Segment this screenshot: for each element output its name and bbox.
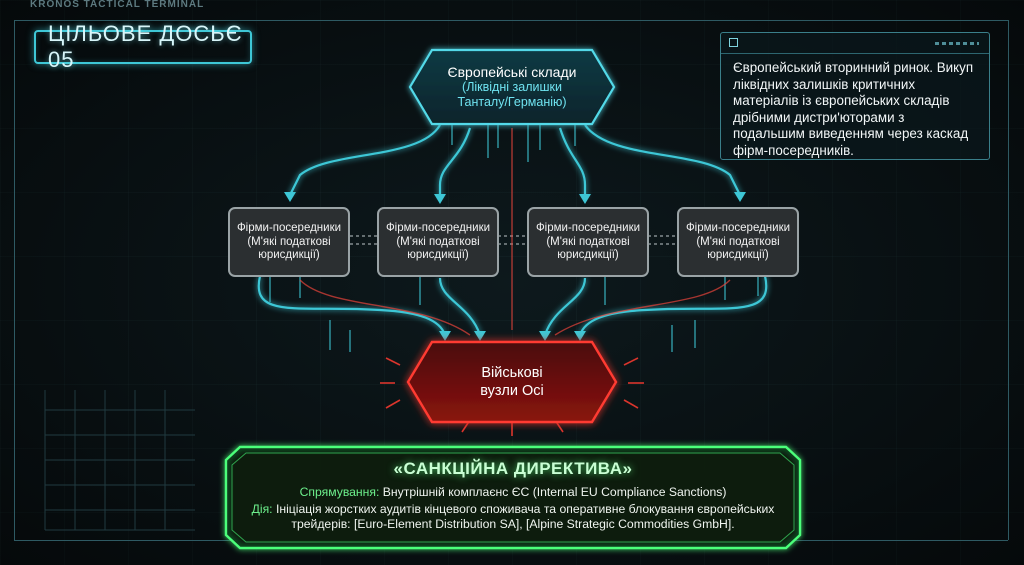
red-flow-lines (299, 128, 731, 336)
target-node-shape (406, 340, 618, 424)
action-label: Дія: (251, 502, 273, 516)
intermediary-links (350, 235, 678, 245)
info-panel-header (721, 33, 989, 54)
targeting-text: Внутрішній комплаєнс ЄС (Internal EU Com… (382, 485, 727, 499)
directive-frame (224, 445, 802, 550)
frame-right (1008, 20, 1009, 540)
square-icon (729, 38, 738, 47)
action-text-2: трейдерів: [Euro-Element Distribution SA… (291, 517, 735, 531)
frame-top (14, 20, 1008, 21)
action-text-1: Ініціація жорстких аудитів кінцевого спо… (275, 502, 775, 516)
arrowheads-cyan (284, 192, 746, 204)
targeting-label: Спрямування: (299, 485, 380, 499)
intermediary-node-shapes (228, 207, 799, 277)
directive-action-cont: трейдерів: [Euro-Element Distribution SA… (245, 517, 781, 532)
info-panel: Європейський вторинний ринок. Викуп лікв… (720, 32, 990, 160)
frame-left (14, 20, 15, 540)
dash-decor (935, 42, 979, 45)
directive-inner-frame (231, 452, 795, 543)
sanction-directive-panel: «САНКЦІЙНА ДИРЕКТИВА» Спрямування: Внутр… (225, 445, 801, 548)
intermediary-to-target-arrows (257, 275, 768, 336)
arrowheads-target (439, 331, 586, 341)
target-spikes (380, 357, 644, 436)
dossier-tag: ЦІЛЬОВЕ ДОСЬЄ 05 (34, 21, 252, 72)
mini-grid-chart (44, 390, 195, 531)
drip-lines (269, 123, 759, 352)
directive-targeting: Спрямування: Внутрішній комплаєнс ЄС (In… (245, 485, 781, 500)
directive-title: «САНКЦІЙНА ДИРЕКТИВА» (393, 459, 633, 478)
dossier-title: ЦІЛЬОВЕ ДОСЬЄ 05 (48, 21, 243, 72)
info-text: Європейський вторинний ринок. Викуп лікв… (733, 60, 974, 158)
source-to-intermediary-arrows (289, 124, 741, 198)
directive-action: Дія: Ініціація жорстких аудитів кінцевог… (245, 502, 781, 517)
source-node-shape (408, 48, 616, 126)
terminal-label: KRONOS TACTICAL TERMINAL (30, 0, 205, 10)
